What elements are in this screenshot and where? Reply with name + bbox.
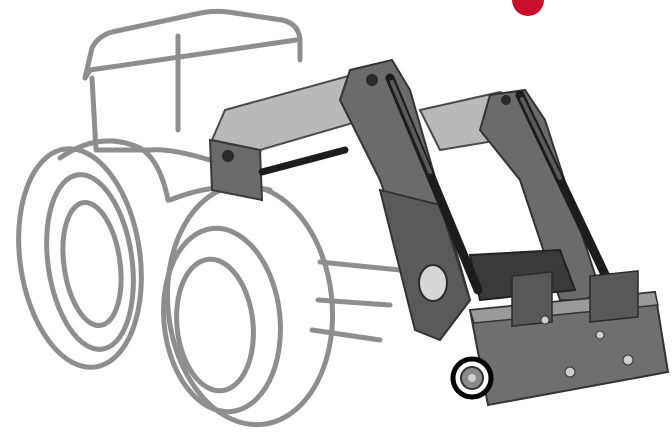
chassis-lines: [309, 259, 403, 343]
carrier-bolt-3: [595, 330, 605, 340]
carrier-plate-right: [589, 270, 639, 323]
carrier-bolt-1: [564, 366, 576, 378]
rear-tire-outer: [16, 146, 144, 370]
rear-rim: [60, 199, 124, 329]
rear-pivot-left: [222, 150, 234, 162]
red-dot-icon: [512, 0, 544, 16]
rear-tire-inner: [44, 172, 136, 352]
rear-wheel: [16, 146, 144, 370]
fender-front: [57, 138, 171, 203]
carrier-bolt-4: [540, 315, 550, 325]
loader-left-arm-lower: [378, 188, 472, 342]
cab-roof-edge: [82, 37, 299, 81]
rear-pivot-top: [366, 74, 378, 86]
cab-body: [89, 33, 181, 153]
carrier-bolt-2: [622, 354, 634, 366]
ring-marker-icon: [450, 356, 494, 400]
cab-roof: [82, 8, 303, 81]
arm-cutout: [418, 264, 448, 302]
rear-tilt-cylinder: [258, 146, 349, 176]
carrier-plate-left: [511, 271, 553, 328]
right-lift-rod: [520, 97, 562, 180]
rear-pivot-right: [501, 95, 511, 105]
front-loader: [208, 58, 670, 407]
front-rim: [174, 256, 256, 394]
left-lift-rod: [390, 80, 432, 174]
tractor-outline: [16, 8, 403, 428]
front-tire-inner: [161, 225, 283, 415]
loader-rear-plate: [208, 138, 264, 202]
front-wheel: [161, 182, 336, 428]
